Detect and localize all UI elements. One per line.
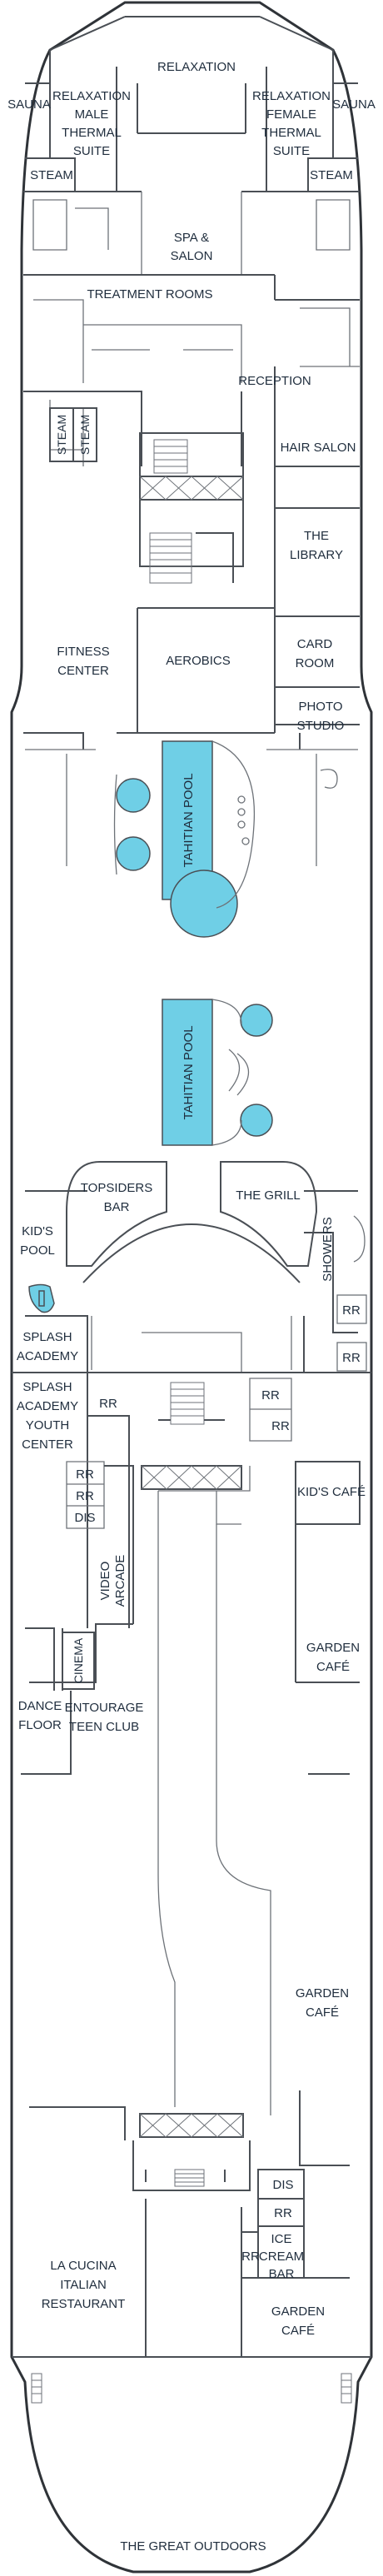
garden-cafe-3-l2: CAFÉ bbox=[281, 2324, 315, 2338]
garden-cafe-1-l2: CAFÉ bbox=[316, 1660, 350, 1674]
garden-cafe-1-l1: GARDEN bbox=[306, 1641, 360, 1655]
garden-cafe-2-l1: GARDEN bbox=[296, 1986, 349, 2001]
relax-male-l1: RELAXATION bbox=[52, 89, 131, 103]
rr-a-label: RR bbox=[99, 1397, 117, 1411]
splash-youth-l3: YOUTH bbox=[26, 1418, 70, 1432]
splash-youth-l4: CENTER bbox=[22, 1437, 73, 1452]
tahitian-pool-1-label: TAHITIAN POOL bbox=[182, 773, 196, 867]
kids-cafe-label: KID'S CAFÉ bbox=[297, 1485, 366, 1499]
mid-forward-walls bbox=[23, 466, 360, 750]
la-cucina-l1: LA CUCINA bbox=[50, 2259, 116, 2273]
cinema-label: CINEMA bbox=[72, 1637, 85, 1683]
relax-male-l3: THERMAL bbox=[62, 126, 122, 140]
sauna-right-label: SAUNA bbox=[332, 97, 376, 112]
dance-floor-l2: FLOOR bbox=[18, 1718, 62, 1732]
la-cucina-l3: RESTAURANT bbox=[42, 2297, 126, 2311]
entourage-l2: TEEN CLUB bbox=[69, 1720, 139, 1734]
video-arcade-l1: VIDEO bbox=[98, 1562, 112, 1601]
sauna-left-label: SAUNA bbox=[7, 97, 51, 112]
hair-salon-label: HAIR SALON bbox=[281, 441, 356, 455]
relaxation-label: RELAXATION bbox=[157, 60, 236, 74]
card-room-l1: CARD bbox=[297, 637, 333, 651]
ice-cream-l2: CREAM bbox=[259, 2250, 304, 2264]
kids-pool-shape bbox=[28, 1283, 55, 1313]
fitness-l1: FITNESS bbox=[57, 645, 109, 659]
steam-right-label: STEAM bbox=[310, 168, 353, 182]
great-outdoors-label: THE GREAT OUTDOORS bbox=[120, 2539, 266, 2554]
rr-c-label: RR bbox=[271, 1419, 290, 1433]
rr-d-label: RR bbox=[76, 1467, 94, 1482]
showers-label: SHOWERS bbox=[321, 1217, 335, 1282]
ice-cream-l1: ICE bbox=[271, 2232, 291, 2246]
rr-b-label: RR bbox=[261, 1388, 280, 1403]
steam-room-v2 bbox=[72, 407, 97, 462]
card-room-l2: ROOM bbox=[296, 656, 335, 670]
spa-salon-l2: SALON bbox=[171, 249, 213, 263]
topsiders-l2: BAR bbox=[104, 1200, 130, 1214]
dis-a-label: DIS bbox=[74, 1511, 95, 1525]
garden-cafe-walls bbox=[12, 1491, 371, 2404]
rr-showers-1: RR bbox=[342, 1303, 361, 1318]
stairs-mid bbox=[141, 1382, 242, 1490]
topsiders-grill bbox=[25, 1161, 367, 1373]
garden-cafe-2-l2: CAFÉ bbox=[306, 2005, 339, 2020]
spa-salon-l1: SPA & bbox=[174, 231, 209, 245]
steam-left-label: STEAM bbox=[30, 168, 73, 182]
rr-g-label: RR bbox=[241, 2250, 260, 2264]
youth-walls bbox=[12, 1372, 371, 1775]
bow-wall bbox=[49, 16, 334, 51]
stairs-upper bbox=[139, 432, 244, 584]
relax-male-l4: SUITE bbox=[73, 144, 110, 158]
tahitian-pool-2-shape bbox=[162, 999, 213, 1146]
treatment-rooms-label: TREATMENT ROOMS bbox=[87, 287, 212, 301]
reception-label: RECEPTION bbox=[238, 374, 311, 388]
relax-female-l4: SUITE bbox=[273, 144, 310, 158]
rr-showers-2: RR bbox=[342, 1351, 361, 1365]
photo-studio-l2: STUDIO bbox=[297, 719, 345, 733]
video-arcade-l2: ARCADE bbox=[113, 1555, 127, 1607]
steam-v2-label: STEAM bbox=[78, 415, 92, 455]
photo-studio-l1: PHOTO bbox=[298, 700, 342, 714]
pool-area-1 bbox=[25, 740, 358, 938]
entourage-l1: ENTOURAGE bbox=[65, 1701, 144, 1715]
relax-female-l1: RELAXATION bbox=[252, 89, 331, 103]
spa-walls bbox=[23, 50, 360, 467]
relax-female-l3: THERMAL bbox=[261, 126, 321, 140]
pool-area-2 bbox=[162, 999, 273, 1146]
library-l1: THE bbox=[304, 529, 329, 543]
rr-e-label: RR bbox=[76, 1489, 94, 1503]
aerobics-label: AEROBICS bbox=[166, 654, 231, 668]
fitness-l2: CENTER bbox=[57, 664, 109, 678]
splash-youth-l1: SPLASH bbox=[22, 1380, 72, 1394]
relaxation-walls bbox=[137, 83, 246, 134]
ice-cream-l3: BAR bbox=[269, 2267, 295, 2281]
la-cucina-l2: ITALIAN bbox=[60, 2278, 107, 2292]
dance-floor-l1: DANCE bbox=[18, 1699, 62, 1713]
the-grill-label: THE GRILL bbox=[236, 1188, 301, 1203]
splash-academy-l2: ACADEMY bbox=[17, 1349, 78, 1363]
tahitian-pool-2-label: TAHITIAN POOL bbox=[182, 1025, 196, 1119]
splash-academy-l1: SPLASH bbox=[22, 1330, 72, 1344]
hull-outline bbox=[10, 1, 373, 2574]
topsiders-l1: TOPSIDERS bbox=[81, 1181, 152, 1195]
relax-female-l2: FEMALE bbox=[266, 107, 316, 122]
garden-cafe-3-l1: GARDEN bbox=[271, 2304, 325, 2319]
steam-v1-label: STEAM bbox=[55, 415, 68, 455]
relax-male-l2: MALE bbox=[75, 107, 109, 122]
library-l2: LIBRARY bbox=[290, 548, 343, 562]
kids-pool-l2: POOL bbox=[20, 1243, 55, 1258]
rr-f-label: RR bbox=[274, 2206, 292, 2220]
splash-youth-l2: ACADEMY bbox=[17, 1399, 78, 1413]
kids-pool-l1: KID'S bbox=[22, 1224, 53, 1238]
dis-b-label: DIS bbox=[272, 2178, 293, 2192]
